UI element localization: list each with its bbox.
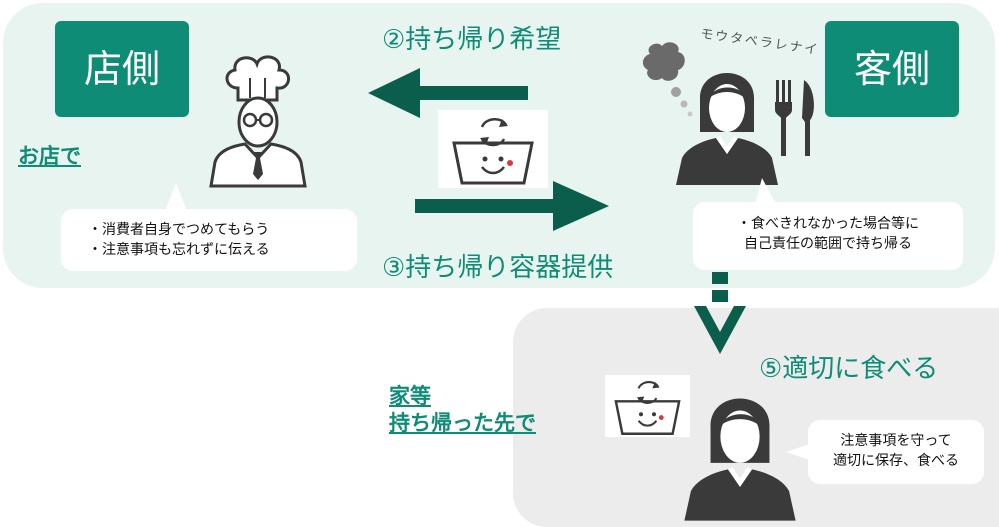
- shop-bubble-tail: [164, 183, 188, 213]
- step-eat-label: ⑤適切に食べる: [759, 354, 939, 384]
- step-request-label: ②持ち帰り希望: [382, 25, 562, 55]
- shop-location-label: お店で: [18, 144, 81, 168]
- shop-note-line-2: ・注意事項も忘れずに伝える: [88, 242, 270, 258]
- takeout-basket-icon: [452, 118, 534, 185]
- takeout-basket-icon: [614, 381, 681, 435]
- customer-icon: [684, 398, 796, 521]
- customer-side-label: 客側: [825, 21, 959, 117]
- customer-icon: [676, 73, 778, 185]
- step-provide-label: ③持ち帰り容器提供: [382, 253, 614, 283]
- home-note-bubble: 注意事項を守って 適切に保存、食べる: [808, 420, 984, 484]
- customer-note-line-2: 自己責任の範囲で持ち帰る: [744, 236, 912, 252]
- customer-note-bubble: ・食べきれなかった場合等に 自己責任の範囲で持ち帰る: [693, 202, 963, 270]
- home-note-line-2: 適切に保存、食べる: [833, 453, 959, 469]
- request-arrow: [368, 68, 528, 118]
- customer-note-line-1: ・食べきれなかった場合等に: [737, 216, 919, 232]
- provide-arrow: [415, 181, 609, 231]
- shop-note-bubble: ・消費者自身でつめてもらう ・注意事項も忘れずに伝える: [61, 209, 357, 271]
- home-location-line-1: 家等: [389, 384, 431, 408]
- thought-cloud-icon: [642, 42, 693, 117]
- home-note-line-1: 注意事項を守って: [840, 433, 952, 449]
- home-location-label: 家等 持ち帰った先で: [389, 383, 536, 437]
- down-arrow-icon: [694, 272, 746, 354]
- customer-bubble-tail: [754, 178, 778, 208]
- home-location-line-2: 持ち帰った先で: [389, 411, 536, 435]
- shop-side-label: 店側: [55, 21, 189, 117]
- home-bubble-tail: [786, 444, 810, 460]
- shop-note-line-1: ・消費者自身でつめてもらう: [88, 222, 270, 238]
- chef-icon: [209, 55, 307, 188]
- fork-knife-icon: [775, 80, 814, 156]
- home-basket-container: [605, 375, 690, 437]
